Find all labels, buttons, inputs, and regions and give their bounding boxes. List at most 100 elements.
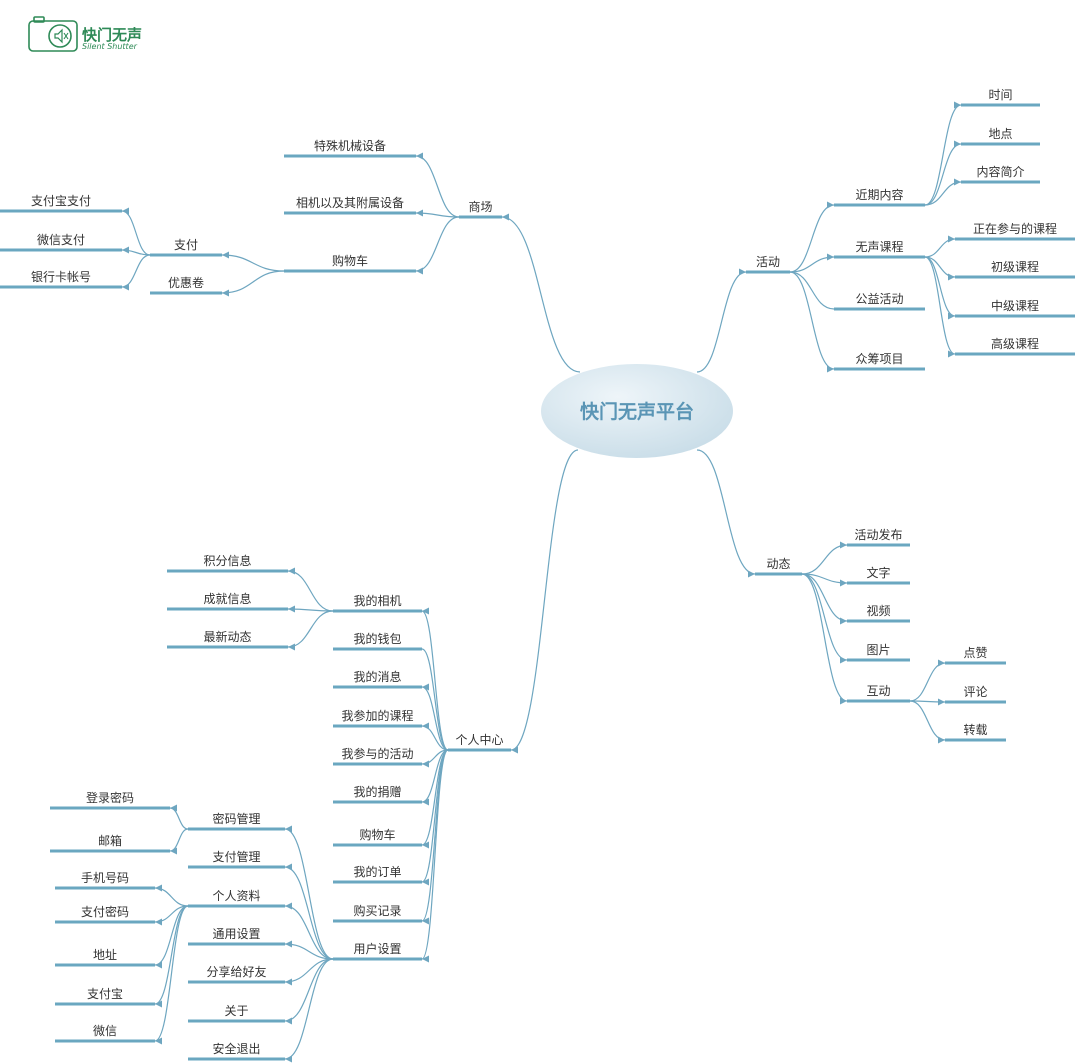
node-feed-item-1[interactable]: 文字 <box>866 565 890 580</box>
personal-item-0-arrow-icon <box>422 607 429 615</box>
node-cart-item-1[interactable]: 优惠卷 <box>168 275 204 290</box>
mall-link <box>501 216 581 373</box>
camera-2-link <box>287 610 334 648</box>
feed-arrow-icon <box>748 570 755 578</box>
node-interact-0[interactable]: 点赞 <box>963 646 987 660</box>
node-cart-item-0[interactable]: 支付 <box>174 238 198 252</box>
feed-item-1-arrow-icon <box>840 579 847 587</box>
recent-1-arrow-icon <box>954 140 961 148</box>
node-camera-1[interactable]: 成就信息 <box>203 591 251 606</box>
node-personal[interactable]: 个人中心 <box>455 732 503 747</box>
node-activity[interactable]: 活动 <box>756 255 780 269</box>
node-recent-2[interactable]: 内容简介 <box>976 164 1024 179</box>
node-recent-1[interactable]: 地点 <box>988 127 1012 141</box>
node-password-1[interactable]: 邮箱 <box>98 833 122 848</box>
node-activity-item-1[interactable]: 无声课程 <box>855 239 903 254</box>
node-feed-item-4[interactable]: 互动 <box>866 684 890 698</box>
node-profile-1[interactable]: 支付密码 <box>81 904 129 919</box>
node-personal-item-0[interactable]: 我的相机 <box>353 593 401 608</box>
node-camera-0[interactable]: 积分信息 <box>203 553 251 568</box>
course-0-arrow-icon <box>948 235 955 243</box>
feed-item-3-link <box>801 573 848 661</box>
node-feed[interactable]: 动态 <box>766 557 790 571</box>
center-node <box>541 364 733 458</box>
pay-0-arrow-icon <box>122 207 129 215</box>
node-pay-0[interactable]: 支付宝支付 <box>31 194 91 208</box>
recent-2-arrow-icon <box>954 178 961 186</box>
node-profile-0[interactable]: 手机号码 <box>81 871 129 885</box>
profile-3-arrow-icon <box>155 1000 162 1008</box>
node-settings-3[interactable]: 通用设置 <box>212 927 260 941</box>
node-profile-2[interactable]: 地址 <box>93 948 117 962</box>
personal-item-1-link <box>421 648 449 751</box>
personal-arrow-icon <box>511 746 518 754</box>
mall-item-2-link <box>415 216 460 272</box>
node-profile-3[interactable]: 支付宝 <box>87 987 123 1001</box>
node-feed-item-0[interactable]: 活动发布 <box>854 527 902 542</box>
node-settings-0[interactable]: 密码管理 <box>212 811 260 826</box>
node-course-3[interactable]: 高级课程 <box>991 336 1039 351</box>
node-interact-2[interactable]: 转载 <box>963 722 987 737</box>
node-course-1[interactable]: 初级课程 <box>991 259 1039 274</box>
recent-0-link <box>924 104 962 206</box>
node-personal-item-9[interactable]: 用户设置 <box>353 941 401 956</box>
profile-4-link <box>154 905 189 1042</box>
node-mall[interactable]: 商场 <box>468 199 492 214</box>
personal-item-7-arrow-icon <box>422 878 429 886</box>
node-personal-item-6[interactable]: 购物车 <box>359 827 395 842</box>
node-personal-item-7[interactable]: 我的订单 <box>353 864 401 879</box>
logo-name: 快门无声 <box>82 26 142 44</box>
course-0-link <box>924 238 956 258</box>
feed-item-4-arrow-icon <box>840 697 847 705</box>
node-camera-2[interactable]: 最新动态 <box>203 629 251 644</box>
activity-item-0-link <box>789 204 835 273</box>
node-recent-0[interactable]: 时间 <box>988 88 1012 102</box>
camera-icon <box>28 16 78 52</box>
feed-item-2-arrow-icon <box>840 617 847 625</box>
node-mall-item-1[interactable]: 相机以及其附属设备 <box>296 196 404 210</box>
activity-link <box>696 271 747 373</box>
node-course-2[interactable]: 中级课程 <box>991 298 1039 313</box>
node-course-0[interactable]: 正在参与的课程 <box>973 221 1057 236</box>
node-settings-6[interactable]: 安全退出 <box>212 1041 260 1056</box>
node-activity-item-0[interactable]: 近期内容 <box>855 187 903 202</box>
node-personal-item-4[interactable]: 我参与的活动 <box>341 746 413 761</box>
node-mall-item-2[interactable]: 购物车 <box>332 253 368 268</box>
cart-item-1-arrow-icon <box>222 289 229 297</box>
node-interact-1[interactable]: 评论 <box>963 685 987 699</box>
node-personal-item-1[interactable]: 我的钱包 <box>353 631 401 646</box>
interact-2-link <box>909 700 946 741</box>
personal-item-9-link <box>421 749 449 960</box>
pay-1-arrow-icon <box>122 246 129 254</box>
mall-item-2-arrow-icon <box>416 267 423 275</box>
node-pay-1[interactable]: 微信支付 <box>37 233 85 247</box>
node-mall-item-0[interactable]: 特殊机械设备 <box>314 138 386 153</box>
node-personal-item-3[interactable]: 我参加的课程 <box>341 708 413 723</box>
feed-item-3-arrow-icon <box>840 656 847 664</box>
camera-0-arrow-icon <box>288 567 295 575</box>
node-feed-item-2[interactable]: 视频 <box>866 603 890 618</box>
camera-1-arrow-icon <box>288 605 295 613</box>
node-profile-4[interactable]: 微信 <box>93 1024 117 1038</box>
node-personal-item-8[interactable]: 购买记录 <box>353 903 401 918</box>
node-activity-item-2[interactable]: 公益活动 <box>855 292 903 306</box>
node-pay-2[interactable]: 银行卡帐号 <box>31 269 91 284</box>
node-password-0[interactable]: 登录密码 <box>86 790 134 805</box>
node-activity-item-3[interactable]: 众筹项目 <box>855 352 903 366</box>
node-settings-5[interactable]: 关于 <box>224 1004 248 1018</box>
camera-2-arrow-icon <box>288 643 295 651</box>
activity-arrow-icon <box>739 268 746 276</box>
activity-item-3-arrow-icon <box>827 365 834 373</box>
node-personal-item-5[interactable]: 我的捐赠 <box>353 784 401 799</box>
node-settings-4[interactable]: 分享给好友 <box>206 964 266 979</box>
camera-0-link <box>287 570 334 612</box>
node-feed-item-3[interactable]: 图片 <box>866 643 890 657</box>
profile-0-link <box>154 887 189 907</box>
node-settings-1[interactable]: 支付管理 <box>212 849 260 864</box>
recent-0-arrow-icon <box>954 101 961 109</box>
password-1-link <box>169 828 189 852</box>
node-personal-item-2[interactable]: 我的消息 <box>353 669 401 684</box>
node-settings-2[interactable]: 个人资料 <box>212 889 260 903</box>
settings-4-arrow-icon <box>285 978 292 986</box>
settings-1-arrow-icon <box>285 863 292 871</box>
